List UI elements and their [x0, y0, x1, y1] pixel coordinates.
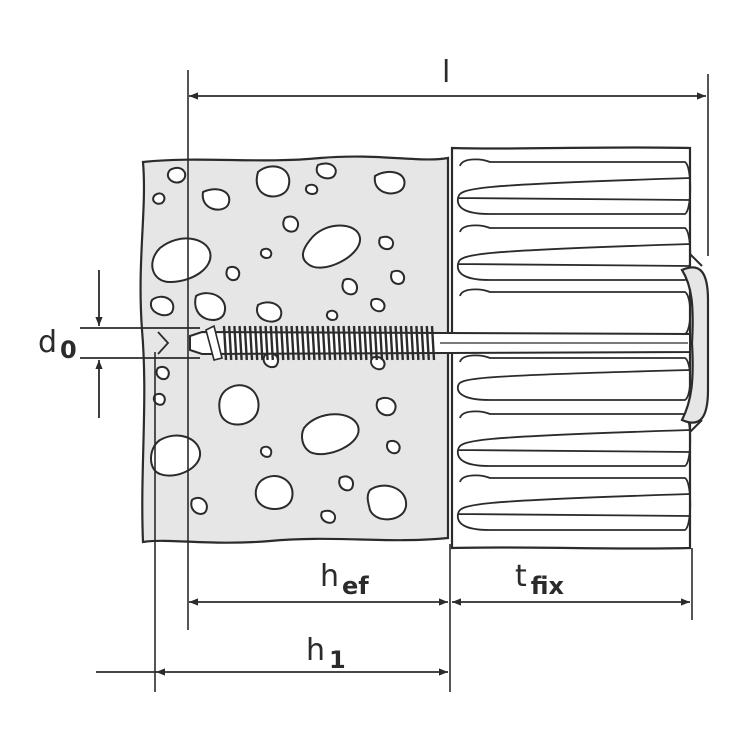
- thread-ridge: [384, 325, 389, 361]
- label-d0-main: d: [38, 325, 57, 360]
- dowel-threads: [222, 325, 436, 361]
- thread-ridge: [394, 325, 399, 361]
- drill-hole: [80, 327, 200, 359]
- thread-ridge: [347, 325, 352, 361]
- thread-ridge: [300, 325, 306, 361]
- thread-ridge: [363, 325, 368, 361]
- thread-ridge: [368, 325, 373, 361]
- thread-ridge: [430, 325, 436, 361]
- label-h1-main: h: [306, 633, 325, 668]
- thread-ridge: [420, 325, 425, 361]
- thread-ridge: [274, 325, 280, 361]
- thread-ridge: [378, 325, 384, 361]
- thread-ridge: [228, 325, 233, 361]
- label-l: l: [442, 55, 450, 90]
- thread-ridge: [295, 325, 300, 361]
- insulation-fibres: [457, 158, 692, 531]
- thread-ridge: [332, 325, 337, 361]
- thread-ridge: [321, 325, 326, 361]
- thread-ridge: [410, 325, 415, 361]
- thread-ridge: [238, 325, 243, 361]
- thread-ridge: [399, 325, 404, 361]
- thread-ridge: [222, 325, 228, 361]
- thread-ridge: [373, 325, 378, 361]
- thread-ridge: [311, 325, 316, 361]
- label-tfix-sub: fix: [531, 572, 565, 600]
- label-d0-sub: 0: [60, 336, 77, 364]
- label-h1-sub: 1: [329, 646, 346, 674]
- thread-ridge: [389, 325, 394, 361]
- thread-ridge: [316, 325, 321, 361]
- thread-ridge: [280, 325, 285, 361]
- thread-ridge: [285, 325, 290, 361]
- thread-ridge: [337, 325, 342, 361]
- thread-ridge: [290, 325, 295, 361]
- label-tfix-main: t: [515, 559, 527, 594]
- thread-ridge: [415, 325, 420, 361]
- thread-ridge: [233, 325, 238, 361]
- thread-ridge: [425, 325, 430, 361]
- dowel-anchor: [189, 253, 710, 433]
- thread-ridge: [358, 325, 363, 361]
- thread-ridge: [243, 325, 248, 361]
- thread-ridge: [342, 325, 347, 361]
- extension-lines: [154, 70, 709, 692]
- dimension-lines: [95, 92, 706, 676]
- thread-ridge: [259, 325, 264, 361]
- thread-ridge: [306, 325, 311, 361]
- thread-ridge: [248, 325, 254, 361]
- thread-ridge: [404, 325, 410, 361]
- label-hef-main: h: [320, 559, 339, 594]
- thread-ridge: [254, 325, 259, 361]
- thread-ridge: [352, 325, 358, 361]
- dowel-head-plate: [680, 266, 710, 424]
- label-hef-sub: ef: [342, 572, 369, 600]
- thread-ridge: [264, 325, 269, 361]
- thread-ridge: [269, 325, 274, 361]
- thread-ridge: [326, 325, 332, 361]
- concrete-aggregate: [149, 162, 408, 524]
